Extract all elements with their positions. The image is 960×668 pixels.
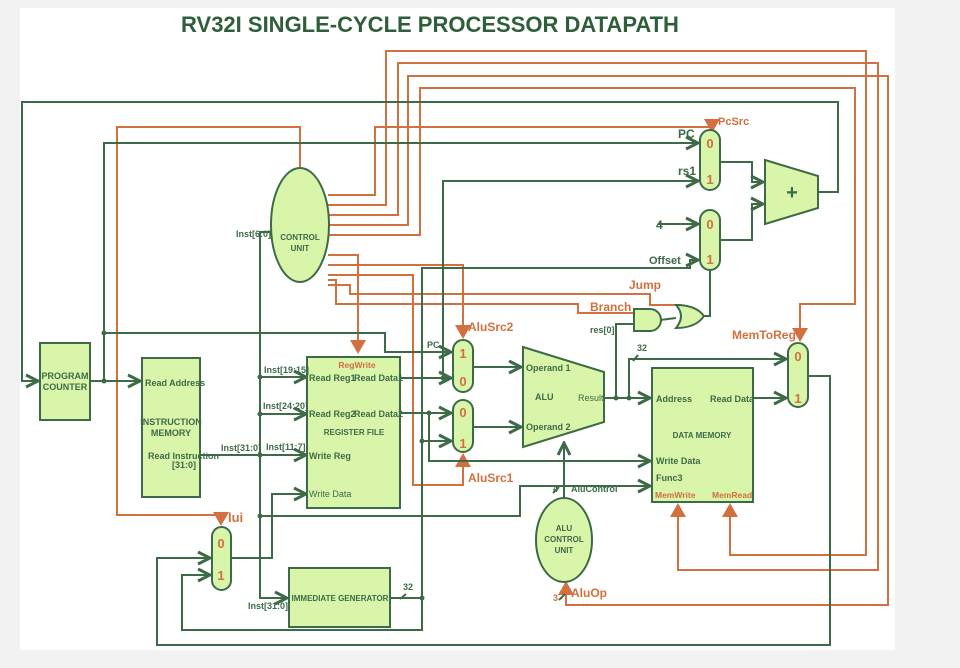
blocks-register-file-read-reg2-label: Read Reg2 — [309, 409, 356, 419]
blocks-program-counter-1-label: COUNTER — [43, 382, 88, 392]
blocks-alu-control-unit-0-label: ALU — [556, 524, 573, 533]
wire-labels-aluop-label: AluOp — [571, 586, 607, 600]
alu: Operand 1 ALU Result Operand 2 — [522, 345, 605, 449]
alusrc2-mux: 1 0 AluSrc2 — [452, 320, 514, 393]
register-file: RegWrite Read Reg1 Read Data1 Read Reg2 … — [306, 356, 403, 509]
blocks-data-memory-func3-label: Func3 — [656, 473, 683, 483]
blocks-register-file-read-reg1-label: Read Reg1 — [309, 373, 356, 383]
muxes-pcsrc-label-label: PcSrc — [718, 116, 749, 128]
blocks-alu-name-label: ALU — [535, 392, 554, 402]
junction-dots — [101, 330, 632, 601]
alusrc1-mux: 0 1 AluSrc1 — [452, 399, 514, 485]
data-wires — [21, 101, 839, 646]
blocks-instruction-memory-read-address-label: Read Address — [145, 378, 205, 388]
muxes-lui-label-label: lui — [228, 510, 243, 525]
branch-and-gate — [633, 308, 662, 332]
muxes-lui-in1-label: 1 — [217, 568, 224, 583]
blocks-data-memory-read-data-label: Read Data — [710, 394, 755, 404]
immediate-generator: IMMEDIATE GENERATOR — [288, 567, 391, 628]
blocks-data-memory-address-label: Address — [656, 394, 692, 404]
wire-labels-rs1-label: rs1 — [678, 164, 696, 178]
wire-labels-offset-label: Offset — [649, 255, 681, 267]
wire-labels-four-label: 4 — [656, 218, 663, 232]
memtoreg-mux: 0 1 MemToReg — [732, 328, 809, 408]
wire-labels-inst-24-20-label: Inst[24:20] — [263, 401, 308, 411]
wire-labels-alucontrol-label: AluControl — [571, 484, 618, 494]
muxes-offset-in1-label: 1 — [706, 252, 713, 267]
blocks-data-memory-write-data-label: Write Data — [656, 456, 701, 466]
blocks-alu-control-unit-2-label: UNIT — [555, 546, 574, 555]
muxes-alusrc2-bottom-label: 0 — [459, 374, 466, 389]
offset-mux: 0 1 — [699, 209, 721, 271]
wire-labels-pc-alu-label: PC — [427, 340, 440, 350]
muxes-alusrc1-bottom-label: 1 — [459, 436, 466, 451]
muxes-pcsrc-in0-label: 0 — [706, 136, 713, 151]
muxes-pcsrc-in1-label: 1 — [706, 172, 713, 187]
muxes-memtoreg-in0-label: 0 — [794, 349, 801, 364]
blocks-instruction-memory-name-0-label: INSTRUCTION — [140, 417, 202, 427]
blocks-register-file-read-data1-label: Read Data1 — [354, 373, 403, 383]
diagram-title: RV32I SINGLE-CYCLE PROCESSOR DATAPATH — [181, 12, 679, 37]
muxes-memtoreg-label-label: MemToReg — [732, 328, 796, 342]
blocks-program-counter-0-label: PROGRAM — [42, 371, 89, 381]
blocks-alu-result-label: Result — [578, 393, 604, 403]
blocks-alu-op2-label: Operand 2 — [526, 422, 571, 432]
blocks-data-memory-name-label: DATA MEMORY — [673, 431, 732, 440]
muxes-alusrc1-top-label: 0 — [459, 405, 466, 420]
blocks-alu-control-unit-1-label: CONTROL — [544, 535, 584, 544]
wire-labels-jump-label: Jump — [629, 278, 661, 292]
lui-mux: 0 1 lui — [211, 510, 243, 591]
muxes-memtoreg-in1-label: 1 — [794, 391, 801, 406]
wire-labels-result-width-label: 32 — [637, 343, 647, 353]
wire-labels-inst-31-0-label: Inst[31:0] — [221, 443, 261, 453]
blocks-control-unit-1-label: UNIT — [291, 244, 310, 253]
blocks-instruction-memory-name-1-label: MEMORY — [151, 428, 191, 438]
program-counter: PROGRAM COUNTER — [39, 342, 91, 421]
blocks-instruction-memory-bits-label: [31:0] — [172, 460, 196, 470]
blocks-instruction-memory-read-instruction-label: Read Instruction — [148, 451, 219, 461]
wire-labels-branch-label: Branch — [590, 300, 631, 314]
blocks-register-file-regwrite-label: RegWrite — [338, 360, 375, 370]
blocks-data-memory-memwrite-label: MemWrite — [655, 490, 696, 500]
blocks-register-file-write-reg-label: Write Reg — [309, 451, 351, 461]
blocks-control-unit-0-label: CONTROL — [280, 233, 320, 242]
muxes-alusrc2-top-label: 1 — [459, 346, 466, 361]
control-signal-wires — [116, 50, 889, 606]
wire-labels-inst-19-15-label: Inst[19:15] — [264, 365, 309, 375]
wire-labels-inst-11-7-label: Inst[11:7] — [266, 442, 306, 452]
muxes-lui-in0-label: 0 — [217, 536, 224, 551]
jump-or-gate — [673, 303, 706, 330]
wire-labels-inst-31-0-imm-label: Inst[31:0] — [248, 601, 288, 611]
data-memory: Address Read Data DATA MEMORY Write Data… — [651, 367, 755, 503]
blocks-register-file-name-label: REGISTER FILE — [324, 428, 385, 437]
pc-adder: + — [764, 158, 819, 226]
wire-labels: Inst[6:0] Inst[19:15] Inst[24:20] Inst[3… — [221, 127, 696, 611]
muxes-alusrc2-label-label: AluSrc2 — [468, 320, 514, 334]
wire-labels-aluop-width-label: 3 — [553, 593, 558, 603]
blocks-register-file-write-data-label: Write Data — [309, 489, 351, 499]
blocks-register-file-read-data2-label: Read Data2 — [354, 409, 403, 419]
wire-labels-res0-label: res[0] — [590, 325, 615, 335]
blocks-immediate-generator-label: IMMEDIATE GENERATOR — [292, 594, 389, 603]
pcsrc-mux: 0 1 PcSrc — [699, 116, 749, 191]
muxes-offset-in0-label: 0 — [706, 217, 713, 232]
muxes-alusrc1-label-label: AluSrc1 — [468, 471, 514, 485]
wire-labels-pc-label: PC — [678, 127, 695, 141]
instruction-memory: Read Address INSTRUCTION MEMORY Read Ins… — [140, 357, 219, 498]
wire-labels-inst-6-0-label: Inst[6:0] — [236, 229, 271, 239]
blocks-alu-op1-label: Operand 1 — [526, 363, 571, 373]
control-unit: CONTROL UNIT — [270, 167, 330, 283]
wire-labels-alucontrol-width-label: 4 — [553, 484, 558, 494]
wire-labels-imm-width-label: 32 — [403, 582, 413, 592]
blocks-adder-label: + — [786, 182, 798, 204]
alu-control-unit: ALU CONTROL UNIT — [535, 497, 593, 583]
blocks-data-memory-memread-label: MemRead — [712, 490, 752, 500]
